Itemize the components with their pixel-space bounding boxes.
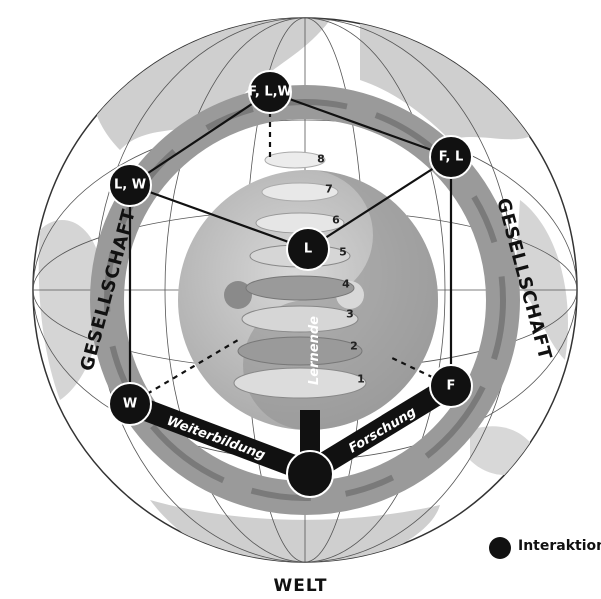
level-4: 4 xyxy=(342,278,350,291)
node-center-label: L xyxy=(304,242,312,257)
node-center: L xyxy=(286,227,330,271)
edge-top-upperleft xyxy=(129,91,271,186)
node-top-label: F, L,W xyxy=(248,85,292,100)
level-6: 6 xyxy=(332,214,340,227)
level-labels: 1 2 3 4 5 6 7 8 xyxy=(317,153,365,386)
level-7: 7 xyxy=(325,183,333,196)
edge-upperright-center xyxy=(307,156,452,250)
level-3: 3 xyxy=(346,308,354,321)
node-lower-right: F xyxy=(429,364,473,408)
level-2: 2 xyxy=(350,340,358,353)
world-label: WELT xyxy=(273,576,328,596)
level-8: 8 xyxy=(317,153,325,166)
node-upper-right: F, L xyxy=(429,135,473,179)
legend-interaction-label: Interaktion xyxy=(518,538,601,554)
node-top: F, L,W xyxy=(248,70,292,114)
node-upper-right-label: F, L xyxy=(439,150,464,165)
node-upper-left: L, W xyxy=(108,163,152,207)
node-lower-left: W xyxy=(108,382,152,426)
edge-top-upperright xyxy=(269,90,452,159)
level-1: 1 xyxy=(357,373,365,386)
node-lower-left-label: W xyxy=(123,397,137,412)
node-bottom xyxy=(286,450,334,498)
node-upper-left-label: L, W xyxy=(114,178,146,193)
level-5: 5 xyxy=(339,246,347,259)
society-ring xyxy=(90,85,520,515)
legend-interaction-dot xyxy=(489,537,511,559)
core-label: Lernende xyxy=(307,316,322,385)
node-lower-right-label: F xyxy=(447,379,456,394)
edge-upperleft-center xyxy=(129,183,309,251)
